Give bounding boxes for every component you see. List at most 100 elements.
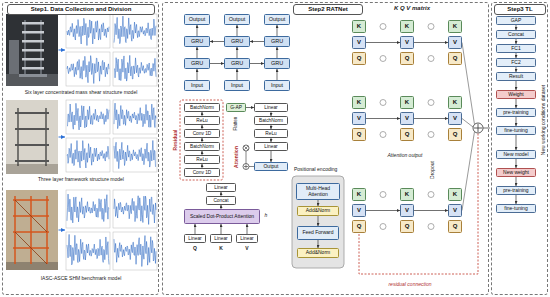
node-text: pre-training	[503, 110, 528, 116]
matrix-cell: Q	[448, 128, 462, 141]
acceleration-waveform	[66, 52, 110, 86]
output-box: Output	[224, 14, 250, 25]
step-panel: Step1. Data Collection and Division	[2, 2, 159, 295]
layer-box: BatchNorm	[254, 116, 288, 125]
shear-model-photo	[22, 40, 44, 43]
transfer-box: Result	[496, 72, 536, 81]
node-text: V	[405, 115, 409, 122]
node-text: Add&Norm	[306, 250, 330, 256]
flow-arrow	[516, 159, 517, 168]
node-text: Linear	[240, 236, 253, 241]
node-text: FC1	[511, 46, 520, 52]
flow-arrow	[277, 69, 278, 80]
flow-arrow	[250, 41, 264, 42]
benchmark-model-photo	[13, 199, 49, 201]
flow-arrow	[318, 240, 319, 248]
side-label: Residual	[172, 120, 178, 160]
node-text: Weight	[508, 92, 523, 98]
matrix-cell: Q	[448, 220, 462, 233]
node-text: BatchNorm	[259, 118, 283, 123]
layer-box: Conv 1D	[184, 129, 220, 138]
benchmark-model-photo	[31, 216, 47, 232]
output-box: Output	[264, 14, 290, 25]
matrix-cell: K	[448, 96, 462, 109]
dropout-node	[380, 56, 386, 62]
node-text: BatchNorm	[190, 105, 214, 110]
shear-model-photo	[6, 14, 58, 86]
frame-model-photo	[17, 108, 18, 166]
layer-box: Linear	[210, 234, 232, 243]
section-title: K Q V matrix	[372, 5, 452, 12]
input-name: K	[216, 245, 226, 251]
node-text: Input	[231, 82, 243, 88]
acceleration-waveform	[113, 138, 157, 172]
acceleration-waveform	[66, 138, 110, 172]
transfer-box: fine-tuning	[496, 204, 536, 213]
matrix-cell: K	[400, 20, 414, 33]
node-text: Q	[405, 223, 410, 230]
dropout-node	[380, 24, 434, 230]
transfer-box: pre-training	[496, 186, 536, 195]
side-label: New working conditions dataset	[540, 65, 546, 175]
shear-model-photo	[22, 31, 44, 34]
flow-arrow	[414, 210, 448, 211]
dropout-node	[428, 24, 434, 30]
acceleration-waveform	[66, 14, 110, 48]
panel-title: Step1. Data Collection and Division	[7, 4, 155, 15]
operator-symbol	[246, 151, 247, 164]
node-text: K	[357, 99, 361, 106]
photo-caption: Three layer framework structure model	[6, 176, 156, 182]
flow-arrow	[221, 224, 222, 234]
node-text: New weight	[503, 170, 529, 176]
flow-arrow	[271, 151, 272, 162]
acceleration-waveform	[113, 52, 157, 86]
acceleration-waveform	[114, 16, 156, 44]
acceleration-waveform	[113, 100, 157, 134]
photo-caption: IASC-ASCE SHM benchmark model	[6, 275, 156, 281]
layer-box: Conv 1D	[184, 168, 220, 177]
sum-symbol	[462, 132, 475, 211]
flow-arrow	[237, 25, 238, 36]
dropout-node	[428, 100, 434, 106]
operator-symbol	[243, 145, 249, 151]
acceleration-waveform	[114, 55, 156, 81]
node-text: Q	[357, 131, 362, 138]
node-text: BatchNorm	[190, 144, 214, 149]
input-name: V	[242, 245, 252, 251]
node-text: Scaled Dot-Product Attention	[190, 214, 254, 220]
output-box: Output	[254, 162, 288, 171]
sum-symbol	[462, 43, 490, 211]
acceleration-waveform	[67, 18, 109, 45]
dropout-node	[380, 192, 386, 198]
input-box: Input	[184, 80, 210, 91]
frame-model-photo	[6, 100, 58, 174]
layer-box: ReLu	[184, 116, 220, 125]
step-panel: Step3 TLGAPConcatFC1FC2ResultWeightpre-t…	[491, 2, 548, 295]
node-text: V	[453, 207, 457, 214]
acceleration-waveform	[67, 141, 109, 168]
input-box: Input	[224, 80, 250, 91]
node-text: GRU	[191, 60, 203, 66]
gru-cell: GRU	[184, 58, 210, 69]
attention-box: Scaled Dot-Product Attention	[184, 209, 260, 224]
node-text: Input	[271, 82, 283, 88]
norm-box: Add&Norm	[297, 248, 339, 258]
matrix-cell: V	[352, 112, 366, 125]
node-text: Output	[269, 16, 286, 22]
transfer-box: New weight	[496, 168, 536, 177]
node-text: Q	[453, 55, 458, 62]
layer-box: Concat	[206, 196, 236, 205]
node-text: Linear	[214, 236, 227, 241]
acceleration-waveform	[66, 14, 157, 270]
pool-box: G-AP	[226, 103, 246, 112]
node-text: Q	[405, 131, 410, 138]
flow-arrow	[366, 210, 400, 211]
matrix-cell: Q	[352, 128, 366, 141]
transfer-box: FC1	[496, 44, 536, 53]
matrix-cell: K	[448, 20, 462, 33]
node-text: fine-tuning	[504, 128, 527, 134]
matrix-cell: Q	[352, 52, 366, 65]
benchmark-model-photo	[6, 190, 58, 270]
layer-box: ReLu	[254, 129, 288, 138]
node-text: ReLu	[265, 131, 276, 136]
